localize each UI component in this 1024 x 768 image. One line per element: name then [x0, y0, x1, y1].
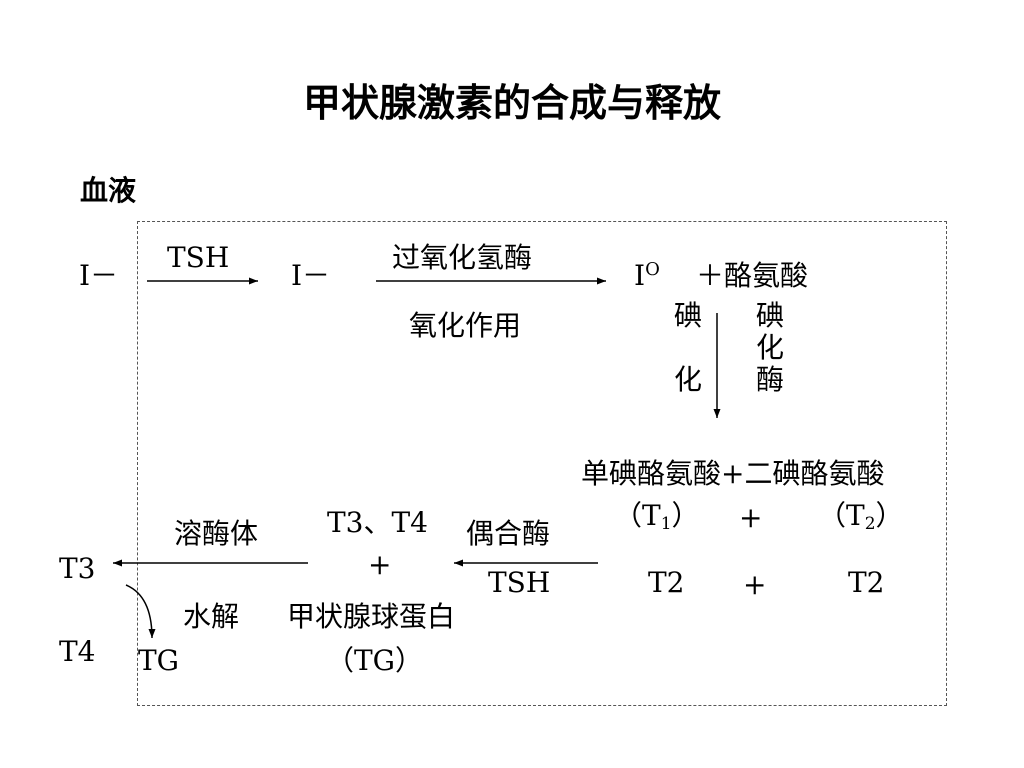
mit-dit-label: 单碘酪氨酸+二碘酪氨酸: [581, 457, 885, 490]
thyroid-cell-box: [137, 221, 947, 706]
blood-label: 血液: [80, 174, 137, 207]
iodinase-char-2: 化: [756, 331, 785, 364]
thyroglobulin-abbr: （TG）: [326, 644, 424, 677]
thyroglobulin-label: 甲状腺球蛋白: [287, 600, 456, 633]
tsh-label-uptake: TSH: [167, 241, 230, 274]
iodinase-char-1: 碘: [756, 299, 785, 332]
coupled-t2-left: T2: [648, 566, 685, 599]
iodinase-char-3: 酶: [756, 363, 785, 396]
iodide-blood: I－: [79, 259, 119, 292]
oxidation-label: 氧化作用: [409, 309, 522, 342]
complex-plus: +: [368, 548, 392, 581]
coupled-t2-right: T2: [848, 566, 885, 599]
t1-t2-plus: +: [739, 501, 763, 534]
coupled-plus: +: [743, 568, 767, 601]
page-title: 甲状腺激素的合成与释放: [302, 80, 721, 125]
iodination-left-char-1: 碘: [674, 299, 703, 332]
tg-release-arrow: [125, 584, 156, 639]
lysosome-label: 溶酶体: [174, 517, 259, 550]
active-iodine: IO: [634, 259, 660, 292]
t3-t4-label: T3、T4: [327, 506, 428, 539]
hydrolysis-label: 水解: [183, 600, 240, 633]
output-t4: T4: [59, 635, 96, 668]
t1-label: （T1）: [614, 499, 700, 534]
t2-label: （T2）: [818, 499, 904, 534]
output-t3: T3: [59, 552, 96, 585]
coupling-enzyme-label: 偶合酶: [466, 517, 551, 550]
iodination-left-char-2: 化: [674, 363, 703, 396]
tyrosine-label: ＋酪氨酸: [696, 259, 809, 292]
peroxidase-label: 过氧化氢酶: [392, 241, 533, 274]
iodide-cell: I－: [291, 259, 331, 292]
output-tg: TG: [138, 644, 180, 677]
tsh-label-coupling: TSH: [488, 566, 551, 599]
